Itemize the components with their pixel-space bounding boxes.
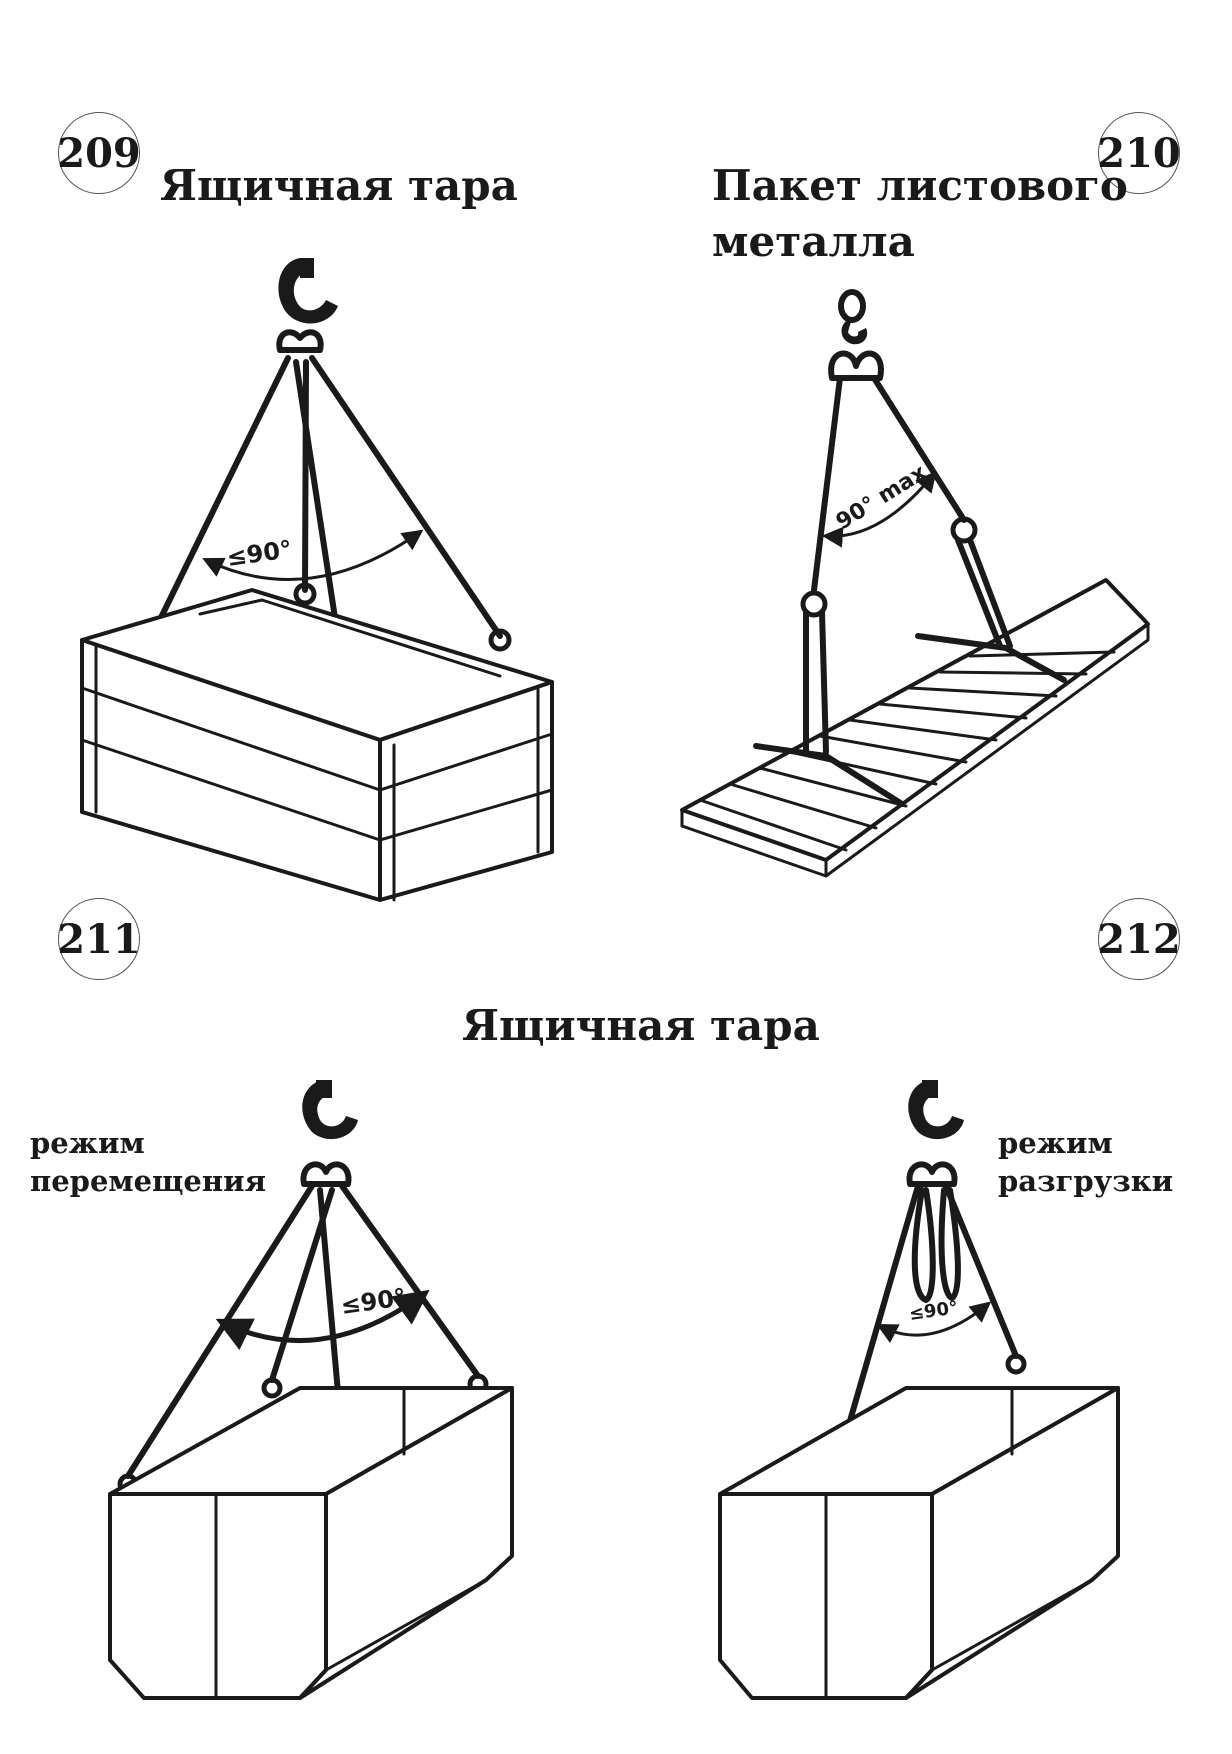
panel-210-sheet-package [680, 578, 1150, 878]
panel-211-angle-arrow [215, 1289, 430, 1351]
panel-212-mode-line2: разгрузки [998, 1164, 1174, 1198]
panel-209-crane-hook-icon [276, 258, 338, 353]
panel-210-angle-arrow [821, 470, 937, 548]
panel-210-title-line1: Пакет листового [712, 161, 1128, 210]
panel-211-crane-hook-icon [300, 1080, 358, 1187]
panel-212-number: 212 [1097, 898, 1181, 980]
panel-210-sling-hooks [800, 516, 978, 618]
panel-209-diagram: ≤90° [80, 258, 554, 902]
panel-209-angle-arrow [202, 529, 424, 581]
panel-212-angle-label: ≤90° [908, 1297, 960, 1325]
panel-211-diagram: ≤90° [108, 1080, 514, 1700]
panel-212-diagram: ≤90° [718, 1080, 1120, 1700]
panel-212-mode-line1: режим [998, 1126, 1113, 1160]
panel-210-title-line2: металла [712, 217, 915, 266]
panel-210-sling-legs [753, 537, 1067, 807]
panel-210-diagram: 90° max [680, 289, 1150, 878]
panel-210-number: 210 [1097, 112, 1181, 194]
panel-209-number: 209 [57, 112, 141, 194]
panel-211-bin [108, 1386, 514, 1700]
panel-209-crate [80, 588, 554, 902]
panel-211-number: 211 [57, 898, 141, 980]
panel-210-angle-label: 90° max [832, 460, 931, 535]
panel-210-crane-hook-icon [828, 289, 884, 381]
shared-title: Ящичная тара [462, 1001, 820, 1050]
panel-211-mode-line2: перемещения [30, 1164, 267, 1198]
panel-209-title: Ящичная тара [160, 161, 518, 210]
panel-211-angle-label: ≤90° [339, 1283, 408, 1320]
panel-211-mode-line1: режим [30, 1126, 145, 1160]
panel-212-crane-hook-icon [906, 1080, 964, 1187]
panel-212-angle-arrow [876, 1301, 992, 1344]
panel-212-bin [718, 1386, 1120, 1700]
panel-209-angle-label: ≤90° [225, 535, 294, 572]
